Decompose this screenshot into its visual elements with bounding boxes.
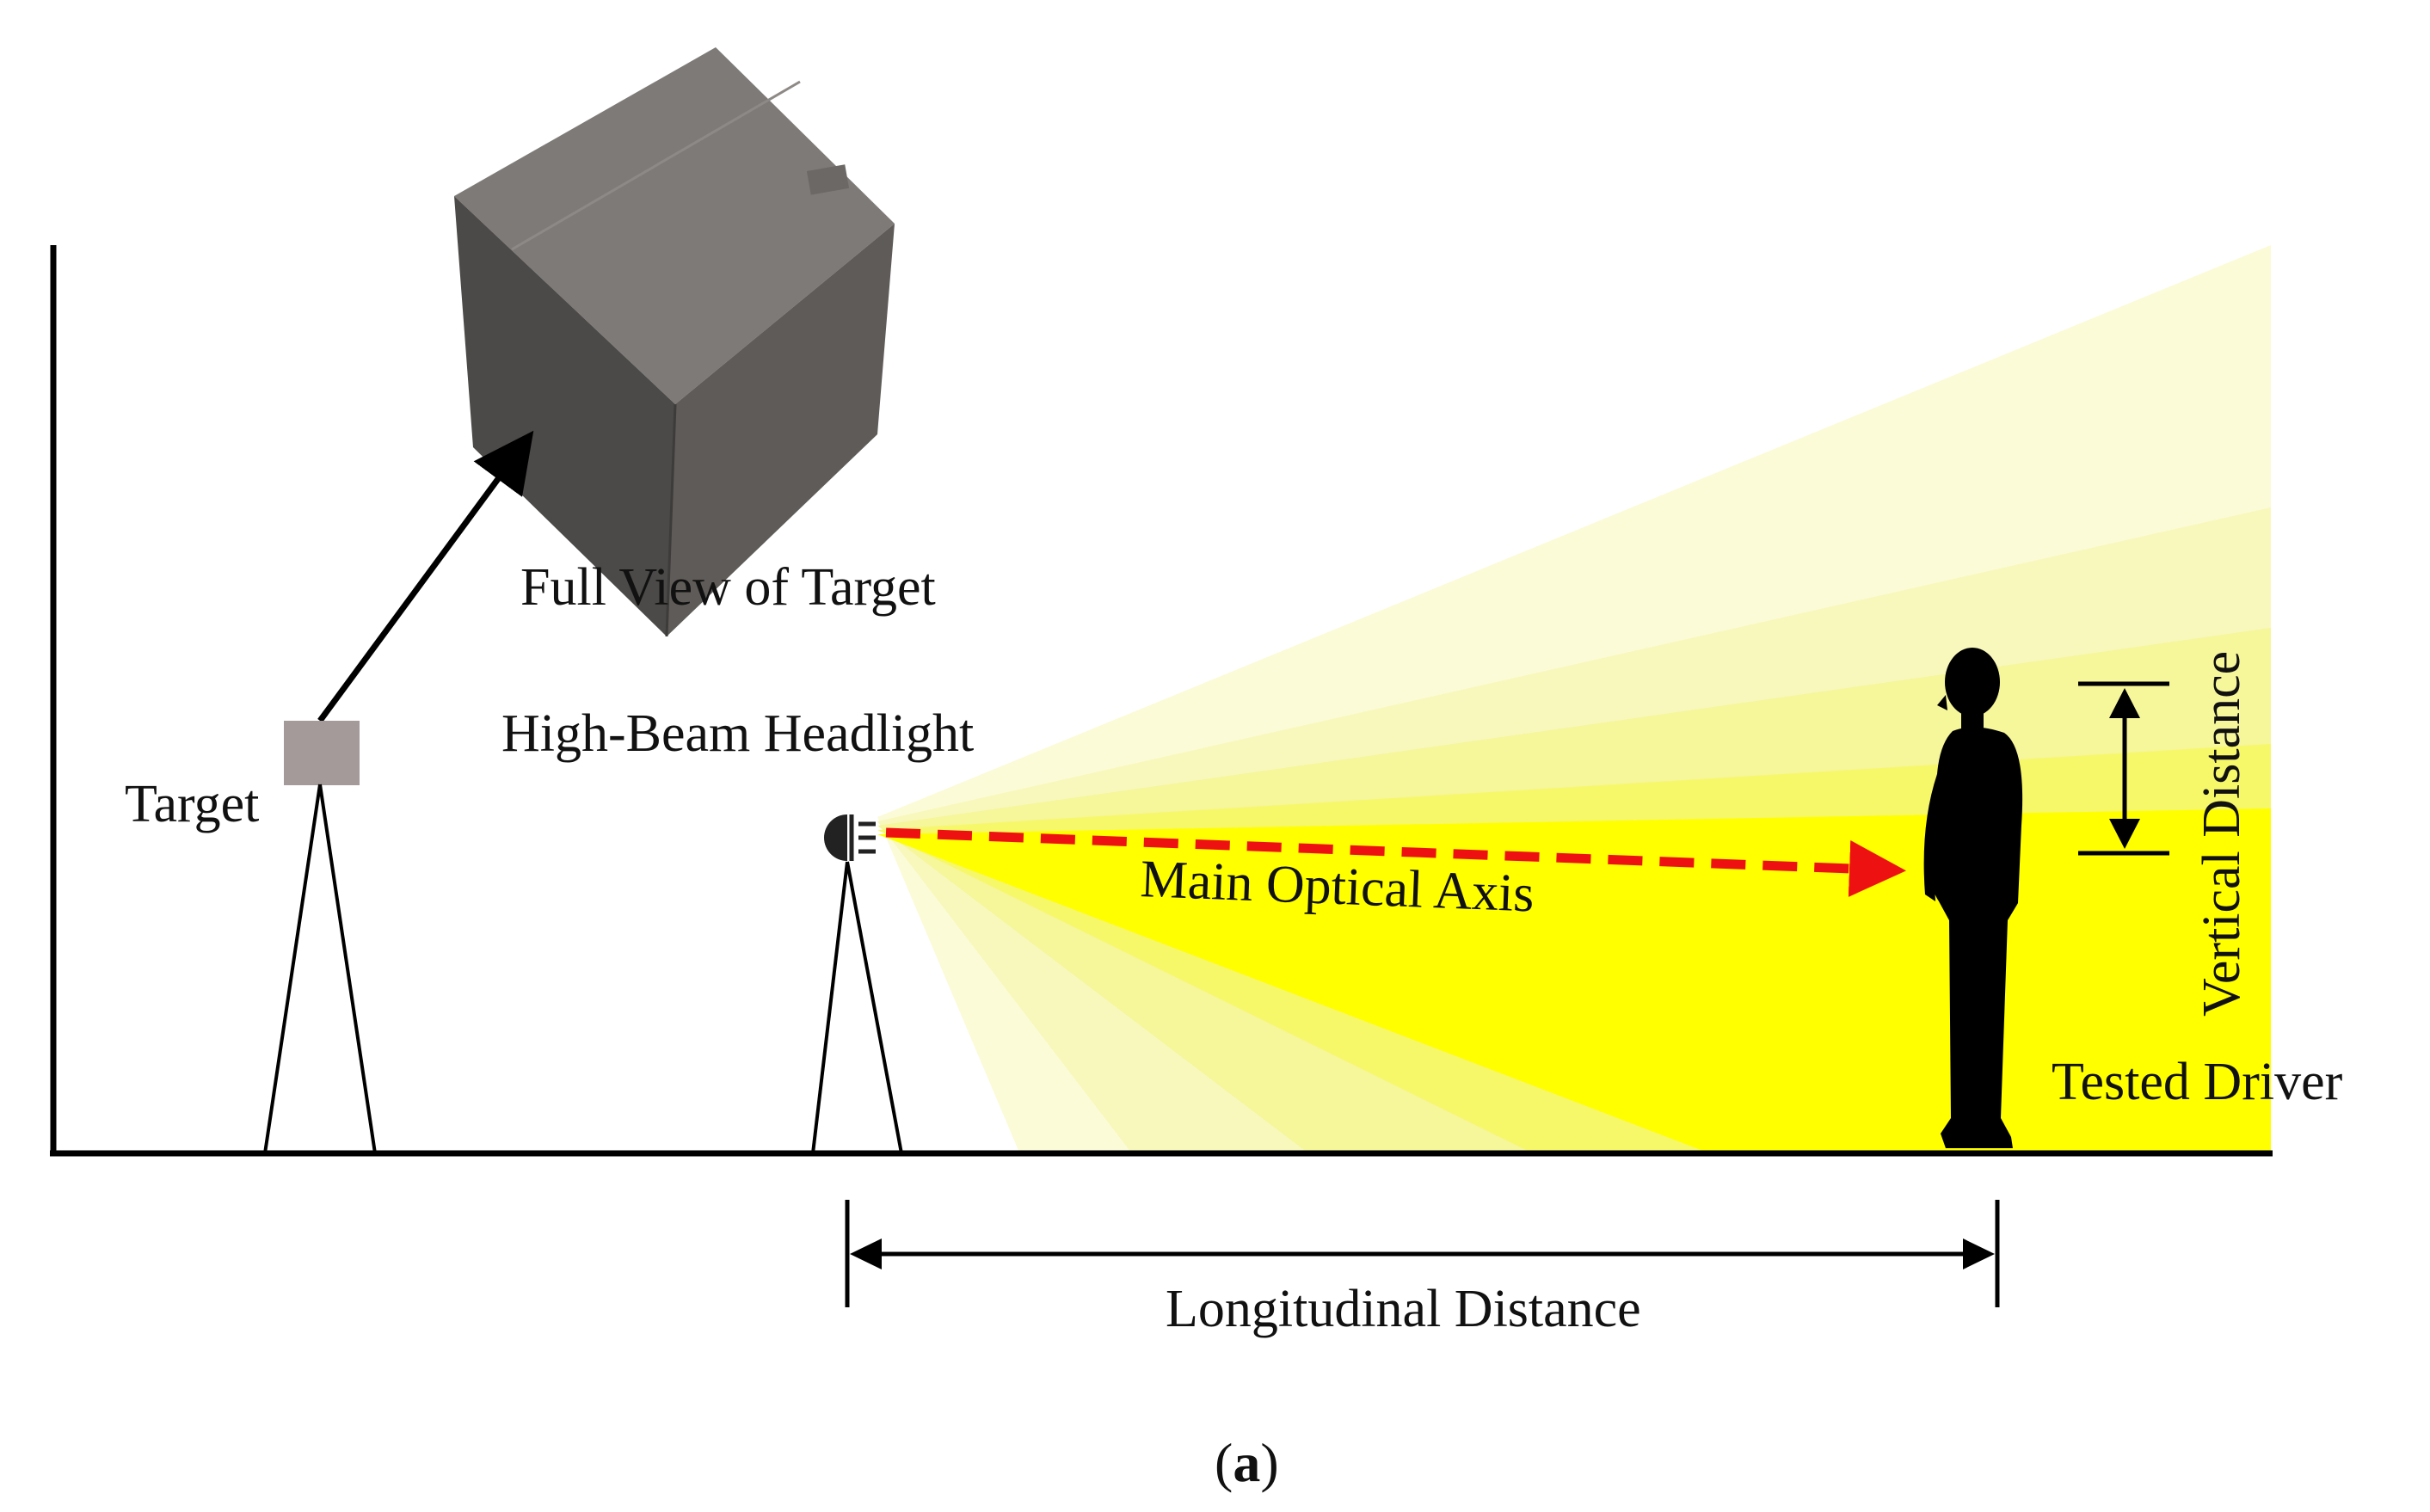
longitudinal-distance-marker — [845, 1200, 2000, 1307]
panel-label: (a) — [1215, 1432, 1279, 1493]
longitudinal-distance-label: Longitudinal Distance — [1166, 1280, 1641, 1338]
target-label: Target — [125, 775, 259, 833]
cube-left-face — [454, 196, 675, 636]
full-view-label: Full View of Target — [520, 558, 936, 617]
target-patch — [284, 721, 360, 785]
panel-letter: a — [1233, 1432, 1260, 1493]
target-tripod — [263, 784, 377, 1154]
tested-driver-silhouette — [1923, 648, 2023, 1148]
tested-driver-label: Tested Driver — [2052, 1053, 2343, 1111]
panel-close-paren: ) — [1260, 1432, 1278, 1493]
high-beam-headlight-label: High-Beam Headlight — [501, 704, 974, 763]
headlight-icon — [824, 814, 876, 861]
main-optical-axis-arrow — [885, 827, 1906, 897]
headlight-tripod — [811, 861, 903, 1154]
panel-open-paren: ( — [1215, 1432, 1233, 1493]
target-to-cube-arrow — [317, 430, 534, 723]
cube-top-face — [454, 47, 895, 404]
light-beam — [877, 245, 2271, 1152]
cube-right-face — [667, 224, 895, 636]
target-cube-photo — [454, 47, 895, 637]
vertical-distance-label: Vertical Distance — [2193, 651, 2251, 1017]
beam-layer-core — [877, 808, 2271, 1152]
vertical-distance-marker — [2078, 681, 2169, 856]
